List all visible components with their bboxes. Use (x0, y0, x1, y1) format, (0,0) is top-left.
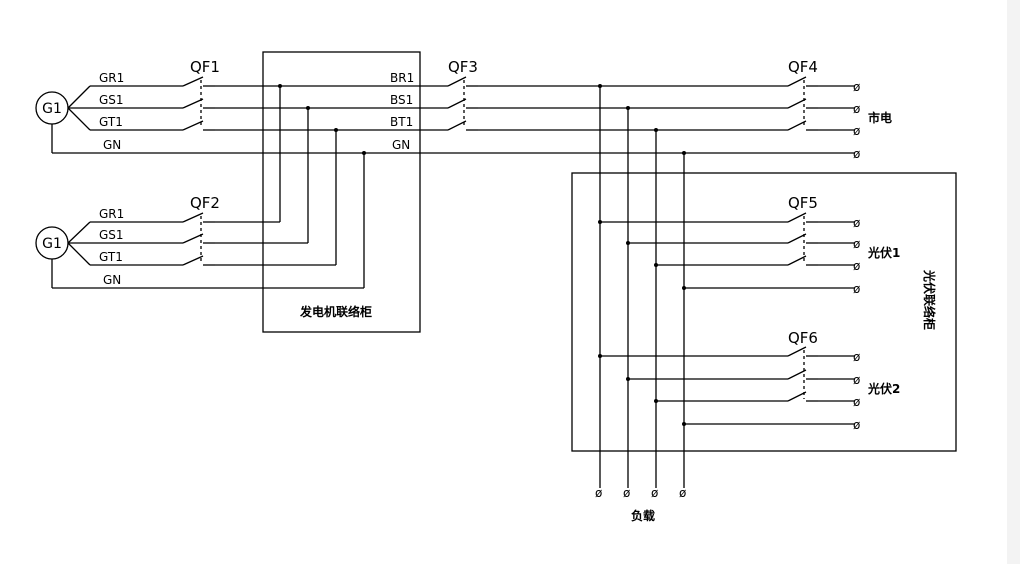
gen2-line-gt1: GT1 (99, 250, 123, 264)
qf6-label: QF6 (788, 329, 818, 347)
qf1-breaker-contacts (182, 76, 215, 131)
qf5-label: QF5 (788, 194, 818, 212)
grid-label: 市电 (868, 110, 892, 125)
gen1-line-gs1: GS1 (99, 93, 124, 107)
terminal: ø (853, 124, 860, 138)
bus-label-bt1: BT1 (390, 115, 413, 129)
gen2-line-gn: GN (103, 273, 121, 287)
bus-label-bs1: BS1 (390, 93, 413, 107)
qf4-label: QF4 (788, 58, 818, 76)
gen1-line-gt1: GT1 (99, 115, 123, 129)
gen2-line-gs1: GS1 (99, 228, 124, 242)
pv1-label: 光伏1 (867, 245, 900, 260)
scrollbar-track[interactable] (1007, 0, 1020, 564)
terminal: ø (623, 486, 630, 500)
qf6-breaker-contacts (787, 346, 818, 402)
bus-label-br1: BR1 (390, 71, 414, 85)
terminal: ø (853, 102, 860, 116)
qf2-label: QF2 (190, 194, 220, 212)
qf3-label: QF3 (448, 58, 478, 76)
qf2-breaker-contacts (182, 212, 215, 266)
generator-1-label: G1 (42, 101, 62, 117)
terminal: ø (853, 282, 860, 296)
terminal: ø (651, 486, 658, 500)
terminal: ø (595, 486, 602, 500)
terminals: ø ø ø ø ø ø ø ø ø ø ø ø ø ø ø ø (595, 80, 860, 500)
terminal: ø (853, 216, 860, 230)
bus-label-gn: GN (392, 138, 410, 152)
terminal: ø (853, 80, 860, 94)
terminal: ø (853, 395, 860, 409)
terminal: ø (853, 350, 860, 364)
junction-dots (278, 84, 686, 426)
generator-cabinet-label: 发电机联络柜 (299, 304, 372, 319)
terminal: ø (853, 147, 860, 161)
terminal: ø (853, 237, 860, 251)
load-label: 负载 (631, 508, 655, 523)
qf5-breaker-contacts (787, 212, 818, 266)
terminal: ø (679, 486, 686, 500)
gen2-line-gr1: GR1 (99, 207, 124, 221)
terminal: ø (853, 418, 860, 432)
gen1-line-gn: GN (103, 138, 121, 152)
qf4-breaker-contacts (787, 76, 818, 131)
qf3-breaker-contacts (447, 76, 478, 131)
qf1-label: QF1 (190, 58, 220, 76)
terminal: ø (853, 373, 860, 387)
generator-cabinet-box (262, 51, 421, 333)
terminal: ø (853, 259, 860, 273)
gen1-line-gr1: GR1 (99, 71, 124, 85)
generator-2-label: G1 (42, 236, 62, 252)
pv2-label: 光伏2 (867, 381, 900, 396)
pv-cabinet-box (571, 172, 957, 452)
pv-cabinet-label: 光伏联络柜 (922, 269, 937, 330)
